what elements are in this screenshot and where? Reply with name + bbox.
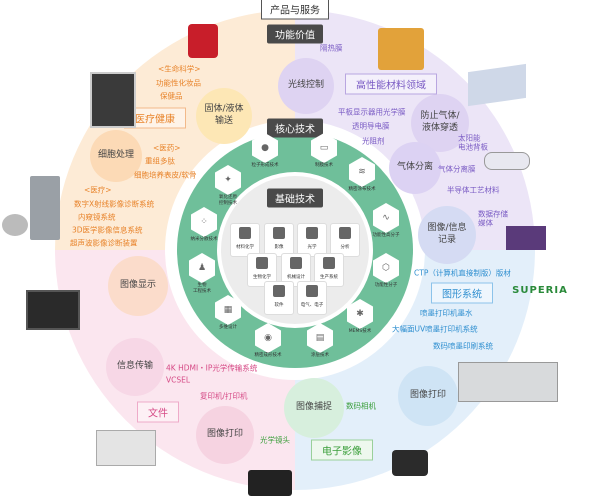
base-ruanjian: 软件 (264, 281, 294, 315)
label-gongneng: 功能性化妆品 (156, 78, 201, 88)
label-shengming: <生命科学> (158, 64, 201, 74)
label-taiyang: 太阳能 电池背板 (458, 133, 488, 152)
label-neikui: 内窥镜系统 (78, 212, 116, 222)
fenxi-icon (339, 227, 351, 239)
label-penmo: 喷墨打印机墨水 (420, 308, 473, 318)
label-shuju: 数据存储 媒体 (478, 209, 508, 228)
label-touming: 透明导电膜 (352, 121, 390, 131)
shengchan-icon (323, 257, 335, 269)
core-tuceng-label: 涂层技术 (311, 353, 329, 358)
base-shengchan: 生产系统 (314, 253, 344, 287)
category-wenjian: 文件 (137, 401, 179, 423)
label-chaosheng: 超声波影像诊断装置 (70, 238, 138, 248)
label-hdmi: 4K HDMI・IP光学传输系统 (166, 363, 258, 373)
core-jingmi-hex: ≋ (349, 157, 375, 187)
base-cailiao: 材料化学 (230, 223, 260, 257)
label-pingban: 平板显示器用光学膜 (338, 107, 406, 117)
header-value: 功能价值 (267, 24, 323, 44)
label-zaisheng: 重组多肽 (145, 156, 175, 166)
base-fenxi: 分析 (330, 223, 360, 257)
label-baojian: 保健品 (160, 91, 183, 101)
core-lizi-hex: ● (252, 133, 278, 163)
base-dianqi: 电气、电子 (297, 281, 327, 315)
core-gongneng-fz-hex: ⬡ (373, 253, 399, 283)
label-vcsel: VCSEL (166, 375, 191, 385)
cailiao-icon (239, 227, 251, 239)
bubble-tuxiangdayin-r: 图像打印 (398, 366, 458, 426)
label-guangxuejingtou: 光学镜头 (260, 435, 290, 445)
label-qitifenli: 气体分离膜 (438, 164, 476, 174)
base-guangxue: 光学 (297, 223, 327, 257)
core-gongneng-gf-hex: ∿ (373, 203, 399, 233)
cosmetic-photo (188, 24, 218, 58)
lens-photo (248, 470, 292, 496)
core-mems-label: MEMS技术 (348, 329, 372, 334)
core-tuceng-hex: ▤ (307, 323, 333, 353)
title: 产品与服务 (261, 0, 329, 20)
camera-photo (392, 450, 428, 476)
bubble-xinxi: 信息传输 (106, 338, 164, 396)
header-core: 核心技术 (267, 118, 323, 138)
label-shuzi: 数字X射线影像诊断系统 (74, 199, 155, 209)
guangxue-icon (306, 227, 318, 239)
bubble-xianshi: 图像显示 (108, 256, 168, 316)
core-gongneng-fz-label: 功能性分子 (374, 283, 398, 288)
jixie-icon (290, 257, 302, 269)
bubble-buzhuo: 图像捕捉 (284, 378, 344, 438)
probe-photo (2, 214, 28, 236)
core-zhimo-label: 制膜技术 (315, 163, 333, 168)
core-jingmi-cx-label: 精密成形技术 (254, 353, 282, 358)
label-fuyin: 复印机/打印机 (200, 391, 248, 401)
dianqi-icon (306, 285, 318, 297)
xray-photo (90, 72, 136, 128)
core-chaoneng-label: 氧化还原 控制技术 (219, 195, 237, 206)
bubble-dayin-l: 图像打印 (196, 406, 254, 464)
label-ctp: CTP（计算机直接制版）版材 (414, 268, 511, 278)
bubble-guangxian: 光线控制 (278, 58, 334, 114)
bubble-guti: 固体/液体 输送 (196, 88, 252, 144)
core-mems-hex: ✱ (347, 299, 373, 329)
monitor-photo (26, 290, 80, 330)
endoscope-photo (30, 176, 60, 240)
label-3d: 3D医学影像信息系统 (72, 225, 143, 235)
fruit-photo (378, 28, 424, 70)
core-zhimo-hex: ▭ (311, 133, 337, 163)
label-gesire: 隔热膜 (320, 43, 343, 53)
label-shumaxiangji: 数码相机 (346, 401, 376, 411)
category-gaoxingneng: 高性能材料领域 (345, 73, 437, 95)
core-gongneng-gf-label: 功能性高分子 (372, 233, 400, 238)
yingxiang-icon (273, 227, 285, 239)
label-bandaoti: 半导体工艺材料 (447, 185, 500, 195)
bubble-xibao: 细胞处理 (90, 130, 142, 182)
membrane-photo (484, 152, 530, 170)
core-jingmi-label: 精密涂布技术 (348, 187, 376, 192)
label-yiliao: <医疗> (84, 185, 112, 195)
media-photo (506, 226, 546, 250)
shengwuhx-icon (256, 257, 268, 269)
core-jingmi-cx-hex: ◉ (255, 323, 281, 353)
core-najin-label: 纳米分散技术 (190, 237, 218, 242)
ruanjian-icon (273, 285, 285, 297)
core-duoyuan-label: 多维设计 (219, 325, 237, 330)
label-xibaopeiyang: 细胞培养表皮/软骨 (134, 170, 197, 180)
copier-photo (96, 430, 156, 466)
label-dafumian: 大幅面UV喷墨打印机系统 (392, 324, 478, 334)
label-guangzu: 光阻剂 (362, 136, 385, 146)
label-yiyao: <医药> (153, 143, 181, 153)
base-yingxiang: 影像 (264, 223, 294, 257)
category-dianziyingxiang: 电子影像 (311, 439, 373, 461)
label-shuma: 数码喷墨印刷系统 (433, 341, 493, 351)
bubble-tuxiangjilu: 图像/信息 记录 (418, 206, 476, 264)
bubble-qiti: 气体分离 (389, 142, 441, 194)
category-tuxingxitong: 图形系统 (431, 282, 493, 304)
core-shengwu-label: 生物 工程技术 (193, 283, 211, 294)
header-base: 基础技术 (267, 188, 323, 208)
superia-logo: SUPERIA (512, 284, 568, 296)
printer-photo (458, 362, 558, 402)
core-lizi-label: 粒子形成技术 (251, 163, 279, 168)
